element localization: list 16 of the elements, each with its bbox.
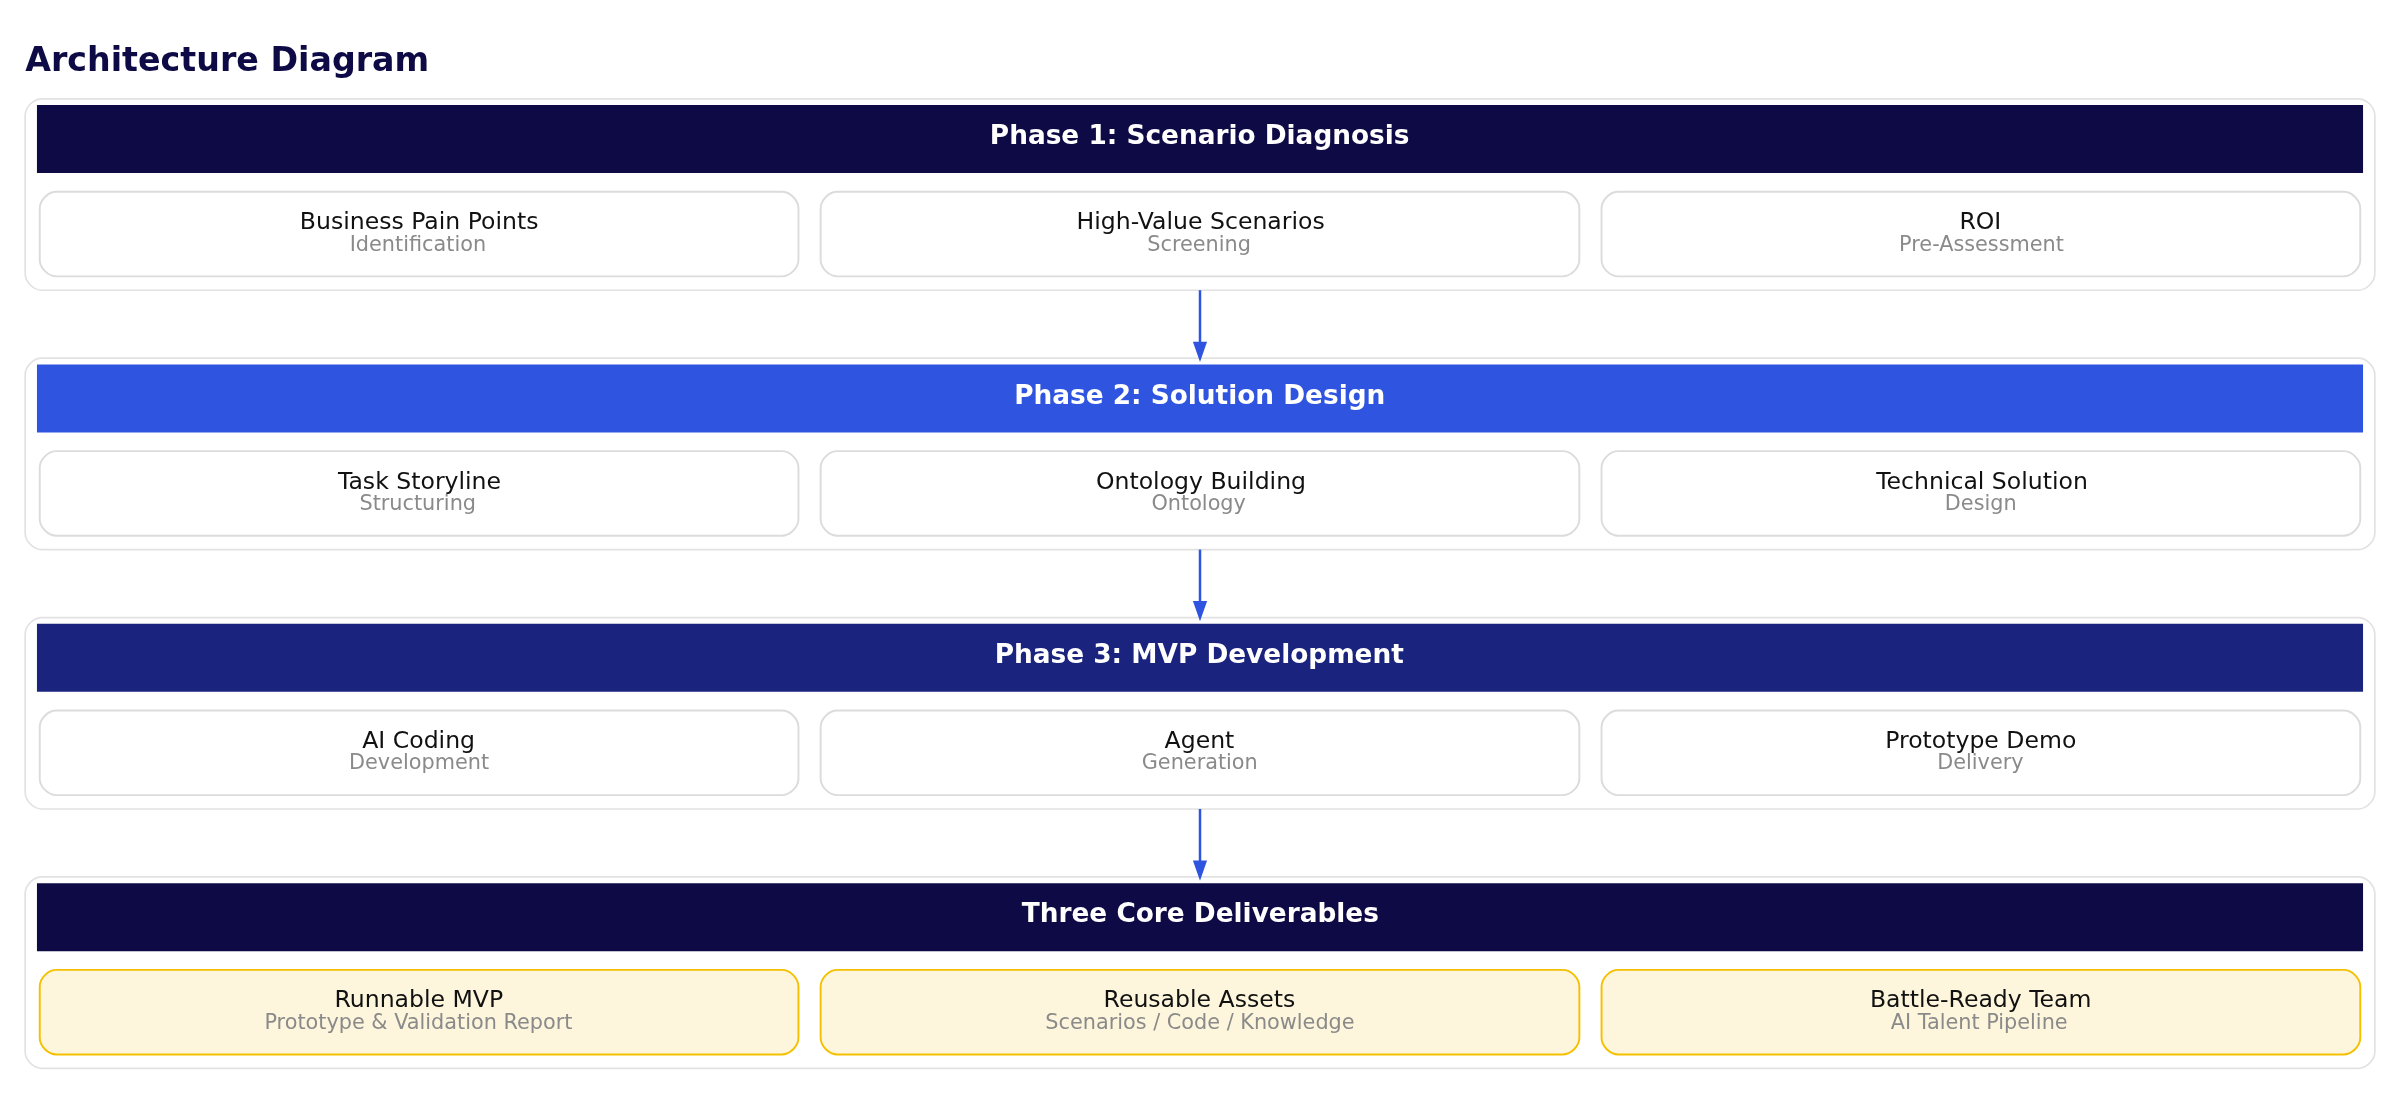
node-box: High-Value Scenarios Screening (819, 190, 1581, 278)
node-box: Technical Solution Design (1600, 450, 2362, 537)
node-box: Ontology Building Ontology (819, 450, 1581, 537)
arrow (1192, 290, 1208, 362)
node-box: AI Coding Development (38, 709, 800, 797)
diagram-title: Architecture Diagram (25, 40, 430, 80)
node-box: Reusable Assets Scenarios / Code / Knowledge (819, 968, 1581, 1056)
node-box: Prototype Demo Delivery (1600, 709, 2362, 797)
arrow (1192, 809, 1208, 881)
arrow (1192, 549, 1208, 622)
node-box: Agent Generation (819, 709, 1581, 797)
node-box: ROI Pre-Assessment (1600, 190, 2362, 278)
node-box: Business Pain Points Identification (38, 190, 800, 278)
node-box: Task Storyline Structuring (38, 450, 800, 537)
node-box: Runnable MVP Prototype & Validation Report (38, 968, 800, 1056)
node-box: Battle-Ready Team AI Talent Pipeline (1600, 968, 2362, 1056)
